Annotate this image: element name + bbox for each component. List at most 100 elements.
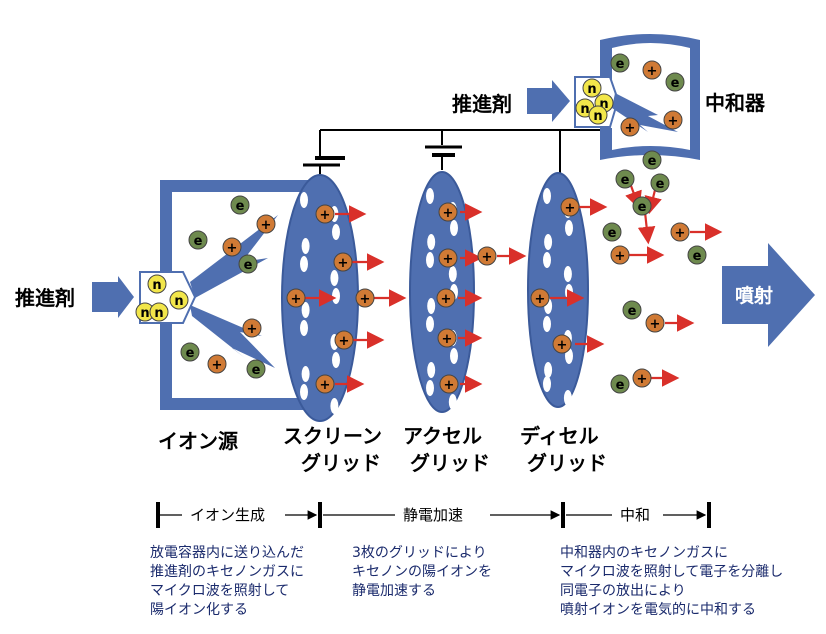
svg-text:n: n <box>580 102 589 117</box>
grid-hole <box>448 394 457 410</box>
grid-hole <box>543 252 551 268</box>
electron-particle: e <box>238 254 258 274</box>
propellant-arrow-left <box>92 276 134 318</box>
ion-particle: + <box>610 245 630 265</box>
svg-text:+: + <box>615 249 626 264</box>
grid-hole <box>543 316 551 332</box>
description-acceleration: 3枚のグリッドにより キセノンの陽イオンを 静電加速する <box>352 545 492 599</box>
electron-particle: e <box>622 300 642 320</box>
ion-particle: + <box>670 222 690 242</box>
grid-hole <box>427 362 436 378</box>
propellant-arrow-top <box>527 80 570 122</box>
grid-hole <box>301 302 310 318</box>
electron-particle: e <box>180 342 200 362</box>
svg-text:+: + <box>647 64 658 79</box>
svg-text:マイクロ波を照射して: マイクロ波を照射して <box>150 583 289 599</box>
svg-text:マイクロ波を照射して電子を分離し: マイクロ波を照射して電子を分離し <box>560 563 783 580</box>
svg-text:+: + <box>443 252 454 267</box>
svg-text:e: e <box>186 346 195 361</box>
svg-text:+: + <box>637 372 648 387</box>
grid-hole <box>426 252 434 268</box>
svg-text:n: n <box>174 294 183 309</box>
ion-particle: + <box>334 330 354 350</box>
svg-text:e: e <box>616 57 625 72</box>
svg-text:e: e <box>693 249 702 264</box>
description-neutralization: 中和器内のキセノンガスに マイクロ波を照射して電子を分離し 同電子の放出により … <box>560 545 783 618</box>
svg-text:+: + <box>444 378 455 393</box>
svg-text:e: e <box>671 76 680 91</box>
phase-acceleration: 静電加速 <box>403 506 463 524</box>
electron-particle: e <box>610 374 630 394</box>
svg-text:+: + <box>443 206 454 221</box>
exhaust-arrow <box>722 243 815 347</box>
svg-text:+: + <box>291 292 302 307</box>
propellant-label-top: 推進剤 <box>452 92 512 116</box>
grid-hole <box>330 398 339 414</box>
electron-particle: e <box>615 169 635 189</box>
screen-grid-label: スクリーン <box>283 424 382 448</box>
svg-text:+: + <box>442 332 453 347</box>
ion-particle: + <box>207 354 227 374</box>
ion-particle: + <box>642 60 662 80</box>
power-wiring <box>303 129 620 178</box>
microwave-bolts <box>190 93 678 368</box>
neutral-particle: n <box>582 78 602 98</box>
ion-particle: + <box>439 374 459 394</box>
ion-particle: + <box>315 204 335 224</box>
grid-hole <box>544 234 553 250</box>
svg-text:n: n <box>593 109 602 124</box>
svg-text:n: n <box>599 97 608 112</box>
ion-particle: + <box>560 197 580 217</box>
svg-text:e: e <box>252 363 261 378</box>
svg-text:キセノンの陽イオンを: キセノンの陽イオンを <box>352 564 492 580</box>
grid-hole <box>543 376 551 392</box>
ion-source-label: イオン源 <box>158 429 238 453</box>
ion-flow-arrow <box>637 211 656 245</box>
ion-particle: + <box>438 248 458 268</box>
electron-particle: e <box>687 245 707 265</box>
svg-text:+: + <box>247 322 258 337</box>
electron-particle: e <box>602 222 622 242</box>
ion-particle: + <box>355 288 375 308</box>
exhaust-label: 噴射 <box>735 284 773 307</box>
svg-text:n: n <box>140 306 149 321</box>
svg-text:n: n <box>152 278 161 293</box>
ion-particle: + <box>437 328 457 348</box>
description-ion-generation: 放電容器内に送り込んだ 推進剤のキセノンガスに マイクロ波を照射して 陽イオン化… <box>150 544 304 618</box>
svg-text:e: e <box>621 173 630 188</box>
grid-hole <box>565 220 573 236</box>
ion-particle: + <box>256 214 276 234</box>
electron-particle: e <box>650 173 670 193</box>
ion-flow-arrows <box>303 182 723 393</box>
svg-text:+: + <box>360 292 371 307</box>
svg-text:e: e <box>656 177 665 192</box>
grid-hole <box>544 362 553 378</box>
svg-text:+: + <box>339 334 350 349</box>
svg-text:+: + <box>535 292 546 307</box>
grid-hole <box>427 298 436 314</box>
ion-particle: + <box>438 202 458 222</box>
svg-text:+: + <box>338 256 349 271</box>
propellant-label-left: 推進剤 <box>15 286 75 310</box>
discharge-chamber <box>160 180 325 410</box>
svg-text:+: + <box>441 292 452 307</box>
electron-particle: e <box>246 359 266 379</box>
grid-hole <box>563 390 572 406</box>
electron-particle: e <box>665 72 685 92</box>
accel-grid-label: アクセル <box>403 424 482 448</box>
svg-text:+: + <box>625 121 636 136</box>
ion-particle: + <box>620 117 640 137</box>
grid-hole <box>427 234 436 250</box>
svg-text:放電容器内に送り込んだ: 放電容器内に送り込んだ <box>150 544 304 561</box>
svg-text:e: e <box>628 304 637 319</box>
accel-grid-label-2: グリッド <box>410 451 490 475</box>
grid-hole <box>332 352 340 368</box>
ion-particle: + <box>632 368 652 388</box>
svg-text:推進剤のキセノンガスに: 推進剤のキセノンガスに <box>150 564 304 580</box>
ion-particle: + <box>315 374 335 394</box>
grid-hole <box>563 266 572 282</box>
svg-text:同電子の放出により: 同電子の放出により <box>560 583 686 599</box>
svg-text:e: e <box>244 258 253 273</box>
neutral-particle: n <box>588 105 608 125</box>
